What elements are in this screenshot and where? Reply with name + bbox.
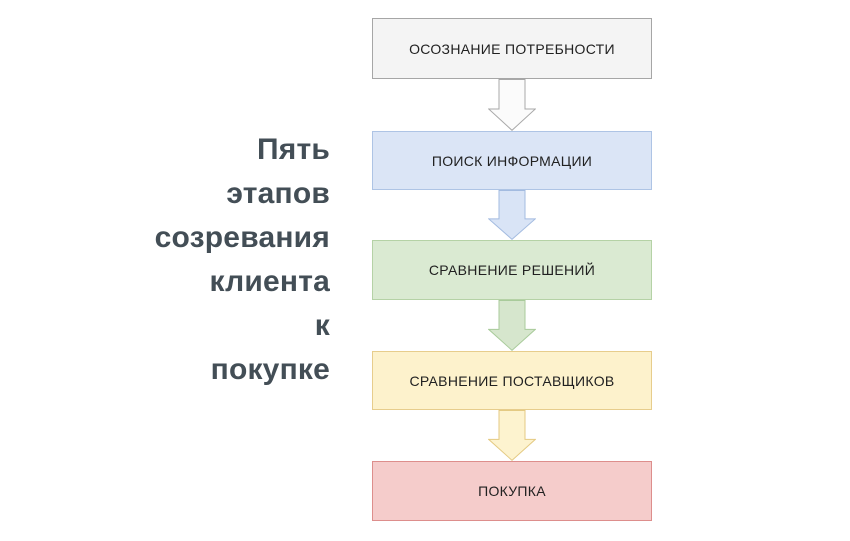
stage-label: ПОКУПКА	[478, 483, 546, 499]
title-line: клиента	[209, 265, 330, 298]
stage-box-information-search: ПОИСК ИНФОРМАЦИИ	[372, 131, 652, 190]
stage-box-purchase: ПОКУПКА	[372, 461, 652, 521]
stage-label: СРАВНЕНИЕ ПОСТАВЩИКОВ	[409, 372, 615, 389]
title-line: Пять	[256, 133, 330, 166]
title-line: этапов	[226, 177, 330, 210]
stage-label: ОСОЗНАНИЕ ПОТРЕБНОСТИ	[409, 40, 615, 57]
flow-down-arrow-icon	[488, 190, 536, 240]
title-line: созревания	[154, 221, 330, 254]
title-line: к	[314, 309, 330, 342]
stage-box-vendor-comparison: СРАВНЕНИЕ ПОСТАВЩИКОВ	[372, 351, 652, 410]
stage-label: СРАВНЕНИЕ РЕШЕНИЙ	[428, 262, 596, 278]
stage-box-solution-comparison: СРАВНЕНИЕ РЕШЕНИЙ	[372, 240, 652, 300]
stage-box-need-recognition: ОСОЗНАНИЕ ПОТРЕБНОСТИ	[372, 18, 652, 79]
flow-down-arrow-icon	[488, 410, 536, 461]
stage-label: ПОИСК ИНФОРМАЦИИ	[431, 152, 593, 169]
flow-down-arrow-icon	[488, 300, 536, 351]
flow-down-arrow-icon	[488, 79, 536, 131]
title-line: покупке	[210, 353, 330, 386]
diagram-title: Пять этапов созревания клиента к покупке	[30, 128, 330, 392]
